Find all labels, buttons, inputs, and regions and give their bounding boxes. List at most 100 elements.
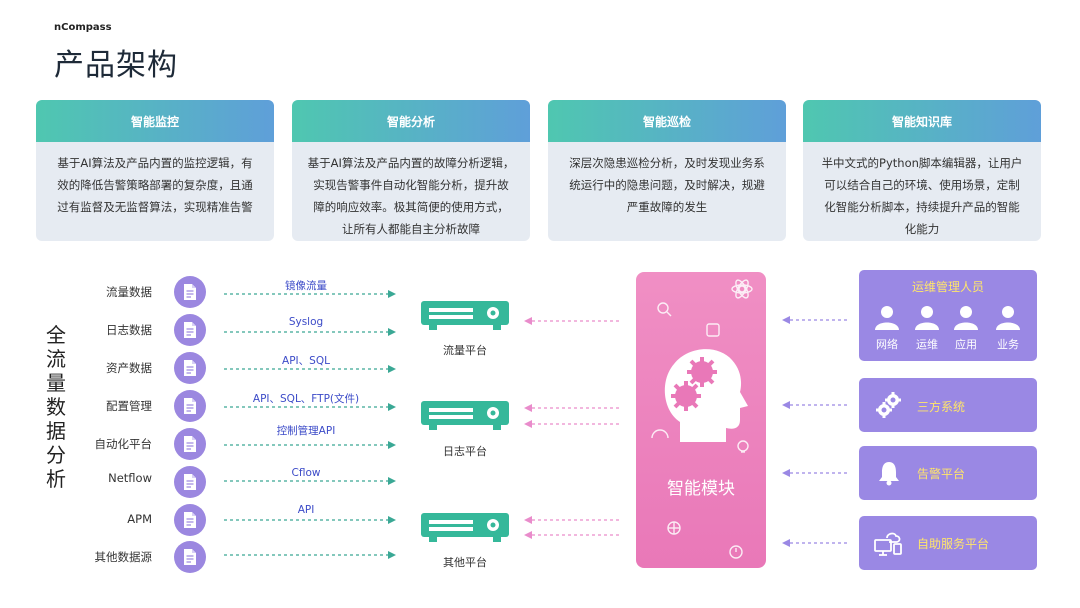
source-label: 其他数据源 bbox=[94, 550, 153, 564]
document-icon bbox=[174, 428, 206, 460]
self-service-label: 自助服务平台 bbox=[917, 537, 990, 551]
source-label: APM bbox=[127, 512, 152, 526]
flow-arrow bbox=[224, 551, 396, 559]
flow-label: API bbox=[297, 504, 315, 516]
platform-label: 日志平台 bbox=[443, 445, 487, 458]
vertical-title-char: 据 bbox=[46, 419, 66, 443]
brain-to-other-arrow bbox=[524, 516, 620, 524]
document-icon bbox=[174, 352, 206, 384]
ops-staff-title: 运维管理人员 bbox=[911, 280, 984, 294]
flow-label: API、SQL、FTP(文件) bbox=[252, 393, 360, 405]
card-smart-knowledge-base: 智能知识库 半中文式的Python脚本编辑器，让用户 可以结合自己的环境、使用场… bbox=[803, 100, 1041, 241]
brain-head-icon bbox=[651, 279, 753, 559]
log-platform-server-icon bbox=[421, 401, 509, 430]
document-icon bbox=[174, 504, 206, 536]
brain-to-traffic-arrow bbox=[524, 317, 620, 325]
person-icon bbox=[954, 306, 978, 330]
person-business: 业务 bbox=[990, 304, 1026, 351]
card-smart-inspection: 智能巡检 深层次隐患巡检分析，及时发现业务系 统运行中的隐患问题，及时解决，规避… bbox=[548, 100, 786, 241]
person-label: 运维 bbox=[916, 338, 938, 351]
alert-platform-label: 告警平台 bbox=[917, 467, 966, 481]
person-network: 网络 bbox=[869, 304, 905, 351]
card-smart-analysis: 智能分析 基于AI算法及产品内置的故障分析逻辑， 实现告警事件自动化智能分析，提… bbox=[292, 100, 530, 241]
flow-label: Cflow bbox=[291, 467, 321, 479]
flow-label: API、SQL bbox=[282, 355, 330, 367]
card-description: 半中文式的Python脚本编辑器，让用户 可以结合自己的环境、使用场景，定制 化… bbox=[803, 142, 1041, 240]
brain-to-log-arrow bbox=[524, 404, 620, 412]
source-label: 资产数据 bbox=[106, 361, 152, 375]
bell-icon bbox=[879, 462, 899, 486]
flow-arrow bbox=[224, 477, 396, 485]
flow-arrow bbox=[224, 403, 396, 411]
person-icon bbox=[875, 306, 899, 330]
person-icon bbox=[915, 306, 939, 330]
self-service-to-brain-arrow bbox=[782, 539, 850, 547]
card-line: 基于AI算法及产品内置的故障分析逻辑， bbox=[307, 156, 515, 170]
flow-arrow bbox=[224, 441, 396, 449]
card-line: 化智能分析脚本，持续提升产品的智能 bbox=[824, 200, 1020, 214]
third-party-box: 三方系统 bbox=[859, 378, 1037, 432]
brain-to-other-arrow bbox=[524, 531, 620, 539]
document-icon bbox=[174, 390, 206, 422]
document-icon bbox=[174, 276, 206, 308]
card-description: 基于AI算法及产品内置的监控逻辑，有 效的降低告警策略部署的复杂度，且通 过有监… bbox=[36, 142, 274, 218]
brain-module bbox=[636, 272, 766, 568]
flow-arrow bbox=[224, 365, 396, 373]
source-label: 流量数据 bbox=[106, 285, 152, 299]
document-icon bbox=[174, 541, 206, 573]
card-line: 化能力 bbox=[904, 222, 940, 236]
card-line: 效的降低告警策略部署的复杂度，且通 bbox=[57, 178, 253, 192]
source-label: Netflow bbox=[108, 471, 152, 485]
brain-to-log-arrow bbox=[524, 420, 620, 428]
card-smart-monitoring: 智能监控 基于AI算法及产品内置的监控逻辑，有 效的降低告警策略部署的复杂度，且… bbox=[36, 100, 274, 241]
brand-name: nCompass bbox=[54, 22, 112, 33]
flow-arrow bbox=[224, 516, 396, 524]
flow-arrow bbox=[224, 290, 396, 298]
person-label: 应用 bbox=[955, 338, 977, 351]
third-party-label: 三方系统 bbox=[917, 400, 966, 414]
alert-platform-box: 告警平台 bbox=[859, 446, 1037, 500]
alert-to-brain-arrow bbox=[782, 469, 850, 477]
card-line: 统运行中的隐患问题，及时解决，规避 bbox=[569, 178, 765, 192]
card-description: 深层次隐患巡检分析，及时发现业务系 统运行中的隐患问题，及时解决，规避 严重故障… bbox=[548, 142, 786, 218]
flow-label: 镜像流量 bbox=[285, 280, 327, 292]
flow-arrow bbox=[224, 328, 396, 336]
card-line: 让所有人都能自主分析故障 bbox=[342, 222, 480, 236]
source-label: 配置管理 bbox=[106, 399, 152, 413]
card-line: 过有监督及无监督算法，实现精准告警 bbox=[57, 200, 253, 214]
document-icon bbox=[174, 466, 206, 498]
vertical-title-char: 析 bbox=[46, 467, 66, 491]
other-platform-server-icon bbox=[421, 513, 509, 542]
page-title: 产品架构 bbox=[54, 48, 178, 83]
self-service-box: 自助服务平台 bbox=[859, 516, 1037, 570]
gears-icon bbox=[876, 392, 901, 418]
traffic-platform-server-icon bbox=[421, 301, 509, 330]
brain-module-label: 智能模块 bbox=[667, 479, 735, 499]
card-line: 半中文式的Python脚本编辑器，让用户 bbox=[821, 156, 1023, 170]
card-line: 基于AI算法及产品内置的监控逻辑，有 bbox=[57, 156, 253, 170]
person-application: 应用 bbox=[948, 304, 984, 351]
person-label: 业务 bbox=[997, 338, 1019, 351]
card-title: 智能监控 bbox=[36, 100, 274, 142]
third-party-to-brain-arrow bbox=[782, 401, 850, 409]
card-line: 障的响应效率。极其简便的使用方式， bbox=[313, 200, 509, 214]
vertical-title: 全 流 量 数 据 分 析 bbox=[42, 323, 70, 491]
vertical-title-char: 流 bbox=[46, 347, 66, 371]
vertical-title-char: 量 bbox=[46, 371, 66, 395]
ops-to-brain-arrow bbox=[782, 316, 850, 324]
document-icon bbox=[174, 314, 206, 346]
person-label: 网络 bbox=[876, 338, 898, 351]
flow-label: 控制管理API bbox=[276, 425, 336, 437]
person-ops: 运维 bbox=[909, 304, 945, 351]
platform-label: 流量平台 bbox=[443, 344, 487, 357]
card-title: 智能分析 bbox=[292, 100, 530, 142]
card-title: 智能知识库 bbox=[803, 100, 1041, 142]
vertical-title-char: 全 bbox=[46, 323, 66, 347]
card-line: 深层次隐患巡检分析，及时发现业务系 bbox=[569, 156, 765, 170]
card-line: 可以结合自己的环境、使用场景，定制 bbox=[824, 178, 1020, 192]
source-label: 日志数据 bbox=[106, 323, 152, 337]
card-line: 严重故障的发生 bbox=[626, 200, 708, 214]
card-title: 智能巡检 bbox=[548, 100, 786, 142]
vertical-title-char: 数 bbox=[46, 395, 66, 419]
platform-label: 其他平台 bbox=[443, 556, 487, 569]
